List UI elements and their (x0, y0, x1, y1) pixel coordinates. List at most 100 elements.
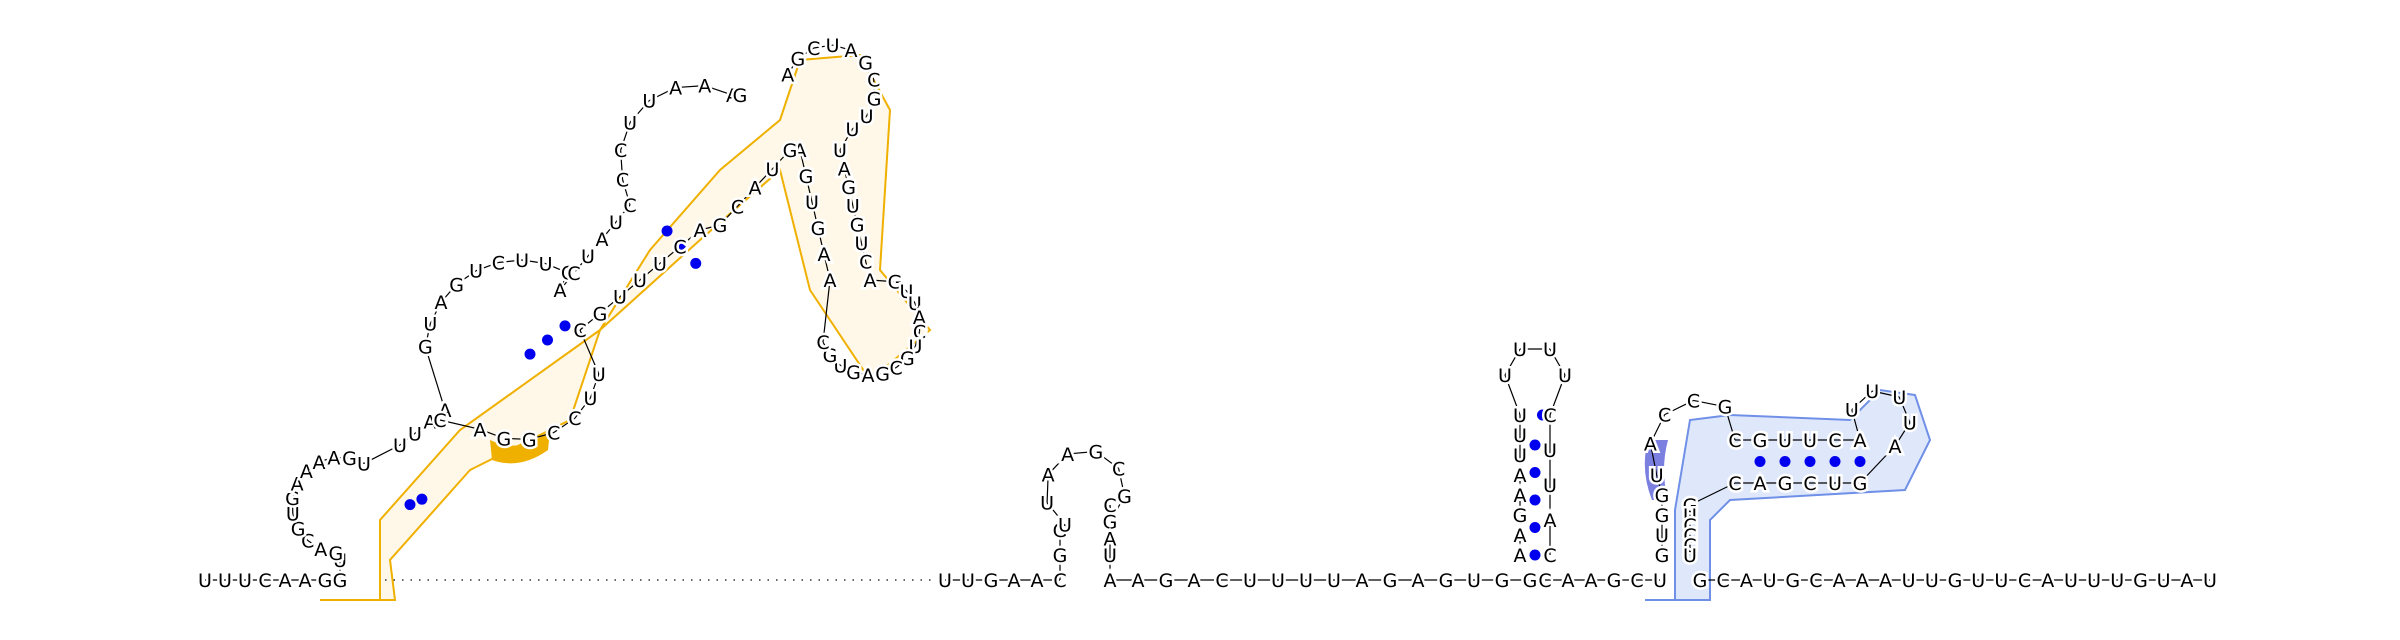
nucleotide-right-tail: U (2064, 570, 2078, 592)
backbone-link (822, 341, 831, 356)
nucleotide-right-tail: G (2133, 570, 2148, 592)
nucleotide-middle-segment: U (938, 570, 952, 592)
nucleotide-blue-hairpin: G (1853, 473, 1868, 495)
backbone-link (579, 329, 600, 375)
nucleotide-middle-segment: A (1031, 570, 1044, 592)
nucleotide-middle-segment: A (1042, 464, 1055, 486)
nucleotide-main-hairpin-3p: C (433, 410, 446, 432)
backbone-link (1504, 348, 1521, 376)
backbone-link (296, 470, 307, 484)
nucleotide-right-tail: U (1902, 570, 1916, 592)
nucleotide-left-tail: U (198, 570, 212, 592)
nucleotide-middle-segment: A (1061, 444, 1074, 466)
nucleotide-main-hairpin-3p: G (888, 272, 903, 294)
nucleotide-main-hairpin-5p: C (492, 252, 505, 274)
nucleotide-main-hairpin-3p: G (522, 429, 537, 451)
nucleotide-long-hairpin: G (1513, 505, 1528, 527)
backbone-link (587, 238, 603, 257)
nucleotide-blue-hairpin: C (1687, 390, 1700, 412)
backbone-link (832, 44, 852, 51)
nucleotide-middle-segment: A (1104, 528, 1117, 550)
backbone-link (305, 461, 320, 472)
base-pair-dot (416, 493, 428, 505)
nucleotide-blue-hairpin: U (1683, 505, 1697, 527)
nucleotide-main-hairpin-3p: U (846, 119, 860, 141)
nucleotide-main-hairpin-5p: U (286, 504, 300, 526)
nucleotide-middle-segment: G (1523, 570, 1538, 592)
nucleotide-blue-hairpin: C (1658, 405, 1671, 427)
nucleotide-left-tail: A (279, 570, 292, 592)
nucleotide-right-tail: U (1971, 570, 1985, 592)
nucleotide-middle-segment: U (1058, 515, 1072, 537)
backbone-link (822, 279, 831, 343)
nucleotide-middle-segment: U (1299, 570, 1313, 592)
nucleotide-main-hairpin-3p: G (783, 140, 798, 162)
backbone-link (860, 242, 867, 262)
nucleotide-long-hairpin: U (1513, 339, 1527, 361)
nucleotide-main-hairpin-3p: G (858, 52, 873, 74)
backbone-link (475, 261, 499, 272)
backbone-link (906, 290, 916, 304)
backbone-link (498, 259, 523, 264)
nucleotide-main-hairpin-3p: U (846, 196, 860, 218)
nucleotide-middle-segment: G (1159, 570, 1174, 592)
nucleotide-blue-hairpin: U (1903, 413, 1917, 435)
nucleotide-blue-hairpin: C (1728, 430, 1741, 452)
backbone-link (847, 187, 854, 206)
nucleotide-main-hairpin-3p: G (593, 303, 608, 325)
backbone-link (429, 301, 442, 324)
nucleotide-left-tail: U (238, 570, 252, 592)
nucleotide-main-hairpin-3p: C (913, 322, 926, 344)
nucleotide-main-hairpin-3p: G (496, 428, 511, 450)
backbone-link (335, 552, 341, 561)
backbone-link (599, 296, 621, 314)
nucleotide-main-hairpin-3p: G (811, 218, 826, 240)
backbone-link (799, 149, 807, 177)
backbone-link (503, 437, 530, 441)
backbone-link (1110, 495, 1126, 521)
nucleotide-middle-segment: U (1040, 493, 1054, 515)
nucleotide-right-segment: U (1653, 570, 1667, 592)
base-pair-dot (676, 240, 688, 252)
nucleotide-main-hairpin-3p: A (694, 220, 707, 242)
backbone-link (424, 323, 431, 347)
backbone-link (529, 431, 554, 441)
nucleotide-blue-hairpin: C (1683, 525, 1696, 547)
base-pair-dot (1854, 456, 1866, 467)
nucleotide-blue-hairpin: C (1683, 535, 1696, 557)
backbone-link (573, 255, 589, 274)
backbone-link (639, 262, 661, 281)
base-pairs (404, 225, 1866, 561)
backbone-link (866, 98, 875, 117)
backbone-link (1047, 453, 1069, 475)
backbone-link (1851, 409, 1861, 441)
nucleotide-middle-segment: G (1117, 486, 1132, 508)
nucleotide-main-hairpin-3p: U (583, 388, 597, 410)
nucleotide-main-hairpin-5p: U (623, 113, 637, 135)
nucleotide-main-hairpin-5p: U (539, 254, 553, 276)
backbone-link (1851, 390, 1873, 411)
backbone-link (797, 47, 815, 59)
backbone-link (1046, 502, 1066, 526)
nucleotide-long-hairpin: U (1543, 475, 1557, 497)
backbone-link (856, 224, 863, 243)
base-pair-dot (524, 348, 536, 360)
nucleotide-middle-segment: C (1103, 495, 1116, 517)
highlight-regions (320, 53, 1932, 601)
nucleotide-blue-hairpin: U (1778, 430, 1792, 452)
nucleotide-main-hairpin-5p: A (327, 447, 340, 469)
backbone-link (1689, 482, 1736, 506)
nucleotide-right-tail: U (2157, 570, 2171, 592)
nucleotide-blue-hairpin: G (1718, 397, 1733, 419)
backbone-link (399, 432, 416, 446)
nucleotide-left-tail: A (299, 570, 312, 592)
backbone-link (817, 227, 825, 255)
nucleotide-main-hairpin-3p: A (844, 40, 857, 62)
backbone-link (1046, 474, 1049, 503)
nucleotide-long-hairpin: U (1558, 365, 1572, 387)
nucleotide-main-hairpin-3p: U (860, 106, 874, 128)
nucleotide-long-hairpin: A (1514, 525, 1527, 547)
nucleotide-long-hairpin: A (1514, 545, 1527, 567)
backbone-link (829, 354, 841, 366)
